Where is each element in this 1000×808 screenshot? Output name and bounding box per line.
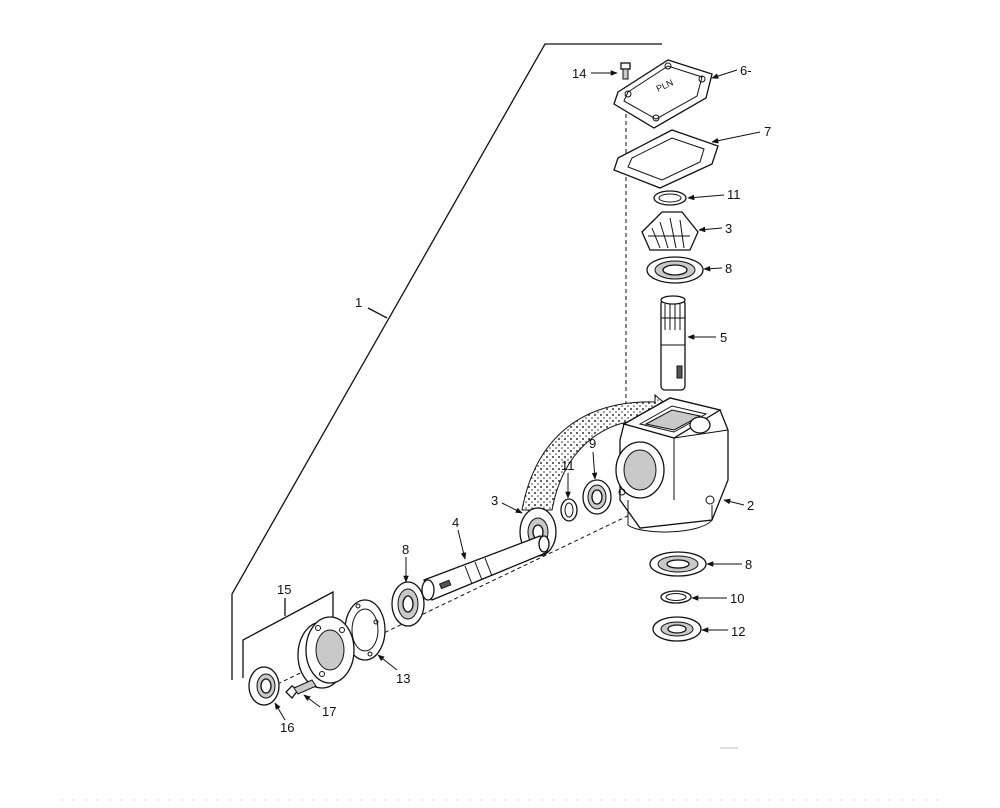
- part-gasket: [613, 129, 719, 189]
- callout-6: 6-: [740, 63, 752, 78]
- part-bearing-upper: [646, 256, 704, 284]
- part-snap-ring-upper: [653, 190, 687, 206]
- callout-8-upper: 8: [725, 261, 732, 276]
- callout-1: 1: [355, 295, 362, 310]
- callout-11-lower: 11: [561, 458, 575, 473]
- callout-5: 5: [720, 330, 727, 345]
- part-bearing-horizontal: [582, 479, 612, 515]
- leader-arrow-icon: [274, 69, 761, 721]
- callout-9: 9: [589, 436, 596, 451]
- callout-16: 16: [280, 720, 294, 735]
- callout-17: 17: [322, 704, 336, 719]
- callout-2: 2: [747, 498, 754, 513]
- callout-3-upper: 3: [725, 221, 732, 236]
- callout-14: 14: [572, 66, 586, 81]
- callout-8-lower: 8: [745, 557, 752, 572]
- part-snap-ring-lower: [560, 498, 578, 522]
- part-bearing-middle: [391, 581, 425, 627]
- part-input-shaft: [421, 535, 550, 601]
- callout-7: 7: [764, 124, 771, 139]
- part-screw: [620, 62, 631, 80]
- part-gearbox-housing: [615, 397, 729, 533]
- part-bearing-lower: [649, 551, 707, 577]
- assembly-bracket: [231, 43, 662, 680]
- callout-12: 12: [731, 624, 745, 639]
- part-bevel-gear-upper: [641, 211, 699, 251]
- callout-11-upper: 11: [727, 187, 741, 202]
- part-seal: [248, 666, 280, 706]
- callout-4: 4: [452, 515, 459, 530]
- part-bearing-retainer: [297, 616, 355, 689]
- diagonal-centerline: [264, 509, 641, 691]
- part-shaft: [660, 295, 686, 391]
- subassembly-bracket: [242, 590, 334, 678]
- callout-13: 13: [396, 671, 410, 686]
- callout-3-lower: 3: [491, 493, 498, 508]
- part-cover-plate: PLN: [613, 59, 713, 129]
- callout-8-middle: 8: [402, 542, 409, 557]
- part-bolt: [285, 679, 317, 699]
- part-seal-bottom: [652, 616, 702, 642]
- callout-10: 10: [730, 591, 744, 606]
- callout-15: 15: [277, 582, 291, 597]
- part-snap-ring-bottom: [660, 590, 692, 604]
